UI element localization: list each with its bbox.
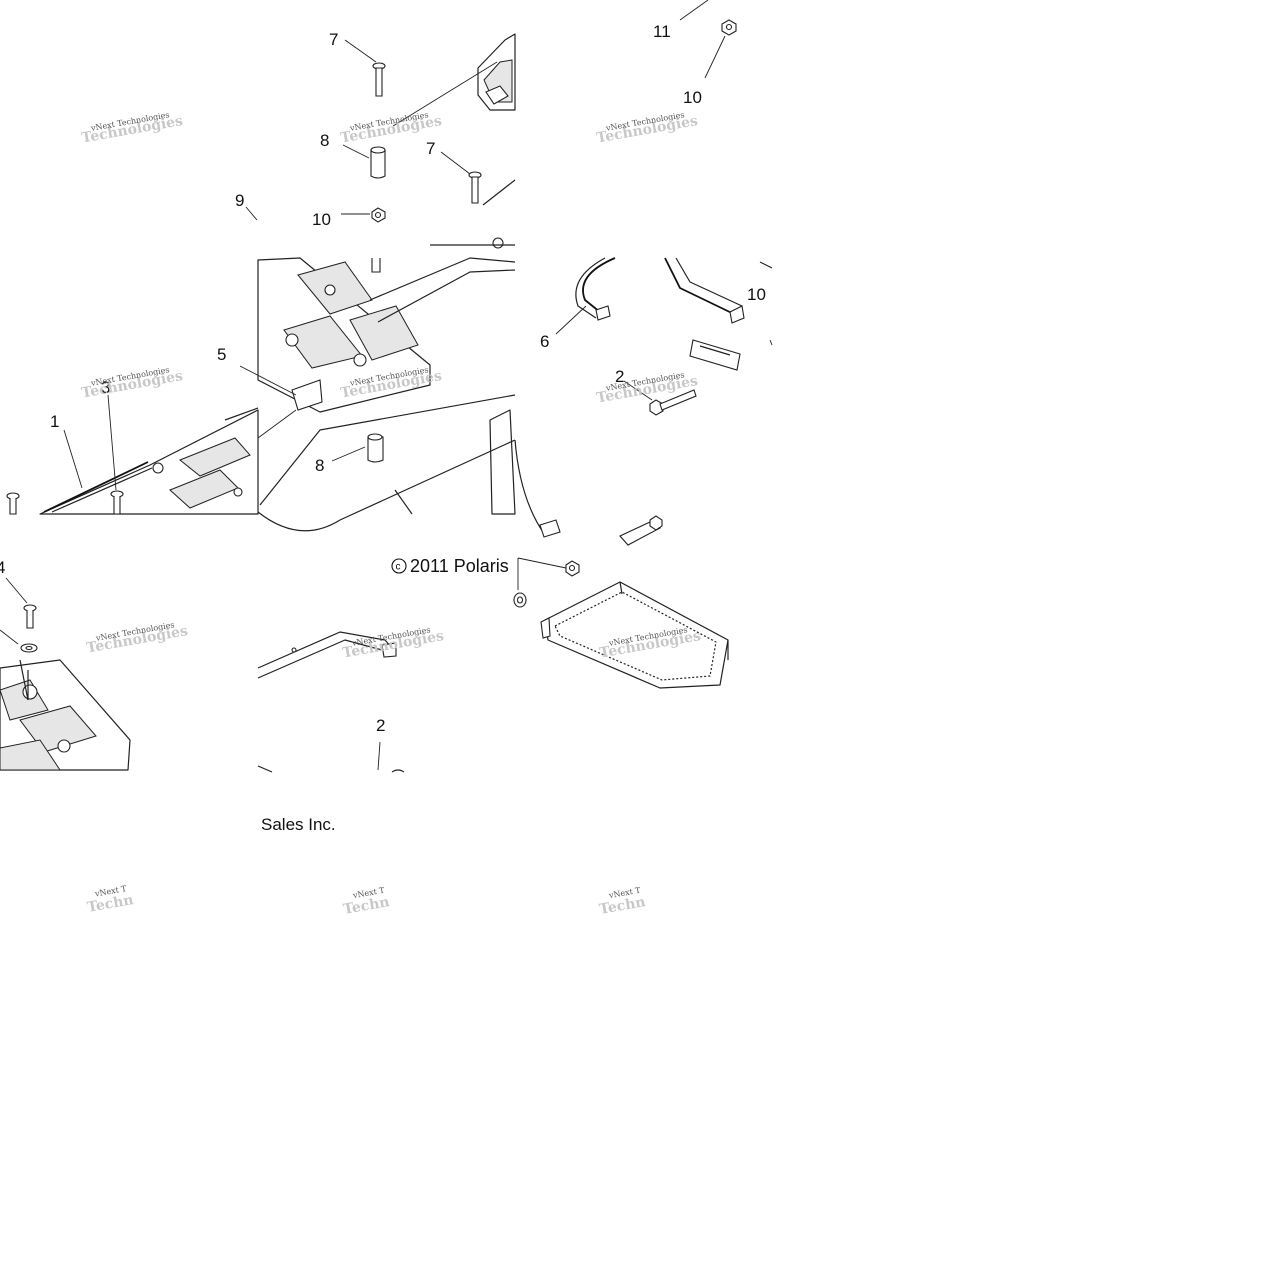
rack-main-body (257, 237, 516, 532)
bolt-4 (23, 604, 37, 629)
svg-text:Techn: Techn (598, 894, 647, 918)
callout-1: 1 (50, 412, 59, 431)
callout-10-middle: 10 (312, 210, 331, 229)
callout-4: 4 (0, 558, 5, 577)
callout-8-lower: 8 (315, 456, 324, 475)
bolt-3 (110, 490, 124, 515)
watermark-7: Technologies vNext Technologies (85, 620, 189, 656)
side-rail (257, 631, 405, 773)
callout-2-right: 2 (615, 367, 624, 386)
spacer-8-lower (367, 433, 384, 463)
callout-9: 9 (235, 191, 244, 210)
callout-5: 5 (217, 345, 226, 364)
bolt-left-edge (6, 492, 20, 515)
rack-front-section (477, 33, 516, 206)
bolt-7-middle (468, 171, 482, 204)
pin-stub (371, 258, 381, 273)
watermark-5: Technologies vNext Technologies (339, 365, 443, 401)
callout-10-right: 10 (747, 285, 766, 304)
grommet (513, 592, 527, 608)
watermark-9: Technologies vNext Technologies (598, 625, 702, 661)
callout-7-upper: 7 (329, 30, 338, 49)
storage-tray (540, 581, 729, 689)
callout-11: 11 (653, 22, 671, 41)
watermark-3: Technologies vNext Technologies (595, 110, 699, 146)
watermark-11-cut: Techn vNext T (342, 886, 391, 918)
copyright-notice: c 2011 Polaris (391, 556, 509, 576)
svg-text:Techn: Techn (86, 892, 135, 916)
watermark-12-cut: Techn vNext T (598, 886, 647, 918)
copyright-symbol: c (396, 562, 401, 573)
watermark-1: Technologies vNext Technologies (80, 110, 184, 146)
washer-4 (20, 643, 38, 653)
spacer-8-upper (370, 146, 386, 179)
nut-10-upper (721, 19, 737, 36)
tube-6 (575, 257, 616, 321)
callout-8-upper: 8 (320, 131, 329, 150)
frame-lower-right (514, 439, 663, 546)
callout-labels: 7 11 10 8 7 9 10 10 6 5 3 1 2 8 4 2 (0, 22, 766, 735)
flange-bolt-2 (649, 389, 697, 416)
rack-left-section (39, 407, 259, 515)
callout-10-upper: 10 (683, 88, 702, 107)
nut-10-middle (371, 207, 386, 223)
tube-10-bracket (664, 257, 773, 324)
footer-sales-inc: Sales Inc. (261, 815, 336, 834)
callout-2-lower: 2 (376, 716, 385, 735)
bolt-7-upper (372, 62, 386, 97)
rack-lower-left (0, 659, 131, 771)
callout-3: 3 (101, 378, 110, 397)
callout-6: 6 (540, 332, 549, 351)
watermark-4: Technologies vNext Technologies (80, 365, 184, 401)
nut-copyright-right (565, 560, 580, 577)
copyright-text: 2011 Polaris (410, 556, 509, 576)
svg-text:Techn: Techn (342, 894, 391, 918)
callout-7-middle: 7 (426, 139, 435, 158)
watermark-10-cut: Techn vNext T (86, 884, 135, 916)
label-plate (689, 339, 741, 371)
